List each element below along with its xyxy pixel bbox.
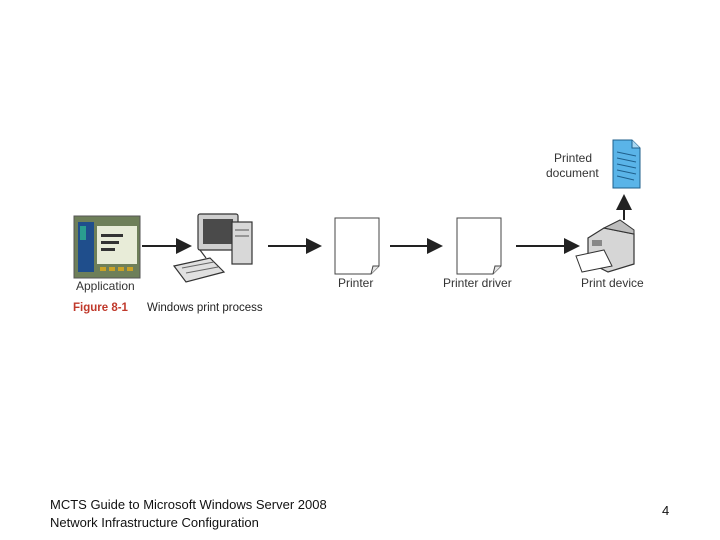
- label-printer: Printer: [338, 276, 374, 290]
- printed-document-icon: [612, 139, 641, 189]
- figure-number: Figure 8-1: [73, 302, 128, 314]
- printer-driver-page-icon: [456, 217, 502, 275]
- application-window-icon: [73, 215, 141, 279]
- label-printer-driver: Printer driver: [443, 276, 512, 290]
- label-printed: Printed: [554, 151, 593, 165]
- label-document: document: [546, 166, 599, 180]
- footer-line-1: MCTS Guide to Microsoft Windows Server 2…: [50, 497, 327, 512]
- computer-icon: [172, 213, 253, 283]
- footer-line-2: Network Infrastructure Configuration: [50, 515, 259, 530]
- printer-page-icon: [334, 217, 380, 275]
- label-print-device: Print device: [581, 276, 644, 290]
- figure-caption: Windows print process: [147, 302, 263, 314]
- page-number: 4: [662, 503, 670, 518]
- printer-device-icon: [575, 219, 635, 273]
- label-application: Application: [76, 279, 135, 293]
